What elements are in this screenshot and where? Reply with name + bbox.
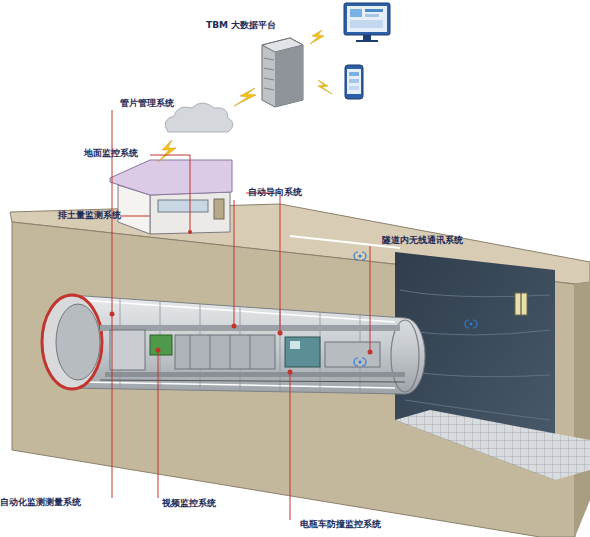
control-cabinet xyxy=(150,335,172,355)
leader-line xyxy=(112,110,370,520)
battery-car xyxy=(285,337,320,367)
cutter-head xyxy=(42,295,102,389)
backup-gantry xyxy=(100,325,405,382)
callout-label: 电瓶车防撞监控系统 xyxy=(300,519,381,530)
callout-label: 管片管理系统 xyxy=(120,98,174,109)
callout-label: TBM 大数据平台 xyxy=(206,20,276,31)
ground-front xyxy=(12,222,575,537)
shaft-floor xyxy=(395,410,590,480)
server-rack xyxy=(262,38,303,107)
wireless-symbol xyxy=(354,252,477,366)
callout-label: 隧道内无线通讯系统 xyxy=(382,235,463,246)
mobile-phone xyxy=(345,65,363,99)
tunnel-rings xyxy=(120,299,360,393)
callout-label: 自动化监测测量系统 xyxy=(0,497,81,508)
leader-dot xyxy=(110,230,373,375)
cloud xyxy=(165,103,233,132)
callout-label: 排土量监测系统 xyxy=(58,210,121,221)
callout-label: 自动导向系统 xyxy=(248,187,302,198)
site-building xyxy=(110,160,232,234)
monitor xyxy=(344,3,390,42)
shaft-marker xyxy=(515,293,527,315)
tunnel-tube xyxy=(70,295,425,394)
signal-bolt xyxy=(158,30,332,162)
ground-side xyxy=(575,282,590,537)
callout-label: 视频监控系统 xyxy=(162,498,216,509)
callout-label: 地面监控系统 xyxy=(84,148,138,159)
